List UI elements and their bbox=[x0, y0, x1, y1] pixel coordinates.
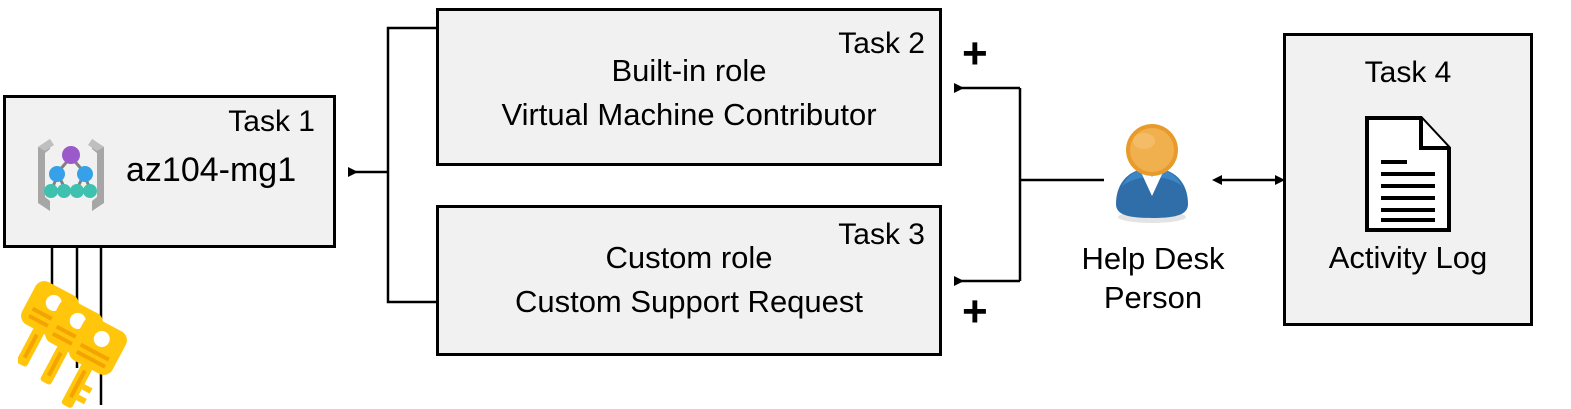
management-group-icon bbox=[38, 139, 104, 211]
task-4-box[interactable]: Task 4 Activity Log bbox=[1283, 33, 1533, 326]
person-label-line-1: Help Desk bbox=[1081, 241, 1225, 276]
keys-icon bbox=[18, 281, 127, 408]
task-2-label: Task 2 bbox=[838, 27, 925, 60]
person-label-line-2: Person bbox=[1103, 279, 1203, 315]
task-3-line-1: Custom role bbox=[605, 240, 773, 275]
task-3-label: Task 3 bbox=[838, 218, 925, 251]
task-4-label: Task 4 bbox=[1364, 56, 1452, 89]
person-label: Help Desk Person bbox=[1058, 240, 1248, 318]
task-3-box[interactable]: Task 3 Custom role Custom Support Reques… bbox=[436, 205, 942, 356]
plus-icon-top: + bbox=[962, 29, 988, 78]
management-group-name: az104-mg1 bbox=[126, 151, 297, 189]
task-2-box[interactable]: Task 2 Built-in role Virtual Machine Con… bbox=[436, 8, 942, 166]
task-2-line-1: Built-in role bbox=[611, 53, 767, 88]
task-1-label: Task 1 bbox=[228, 105, 315, 138]
task-3-line-2: Custom Support Request bbox=[514, 284, 864, 319]
user-icon bbox=[1116, 124, 1188, 223]
task-2-line-2: Virtual Machine Contributor bbox=[501, 97, 877, 132]
task-1-box[interactable]: Task 1 az104-mg1 bbox=[3, 95, 336, 248]
task-4-caption: Activity Log bbox=[1328, 240, 1488, 275]
plus-icon-bottom: + bbox=[962, 287, 988, 336]
document-icon bbox=[1365, 116, 1451, 232]
